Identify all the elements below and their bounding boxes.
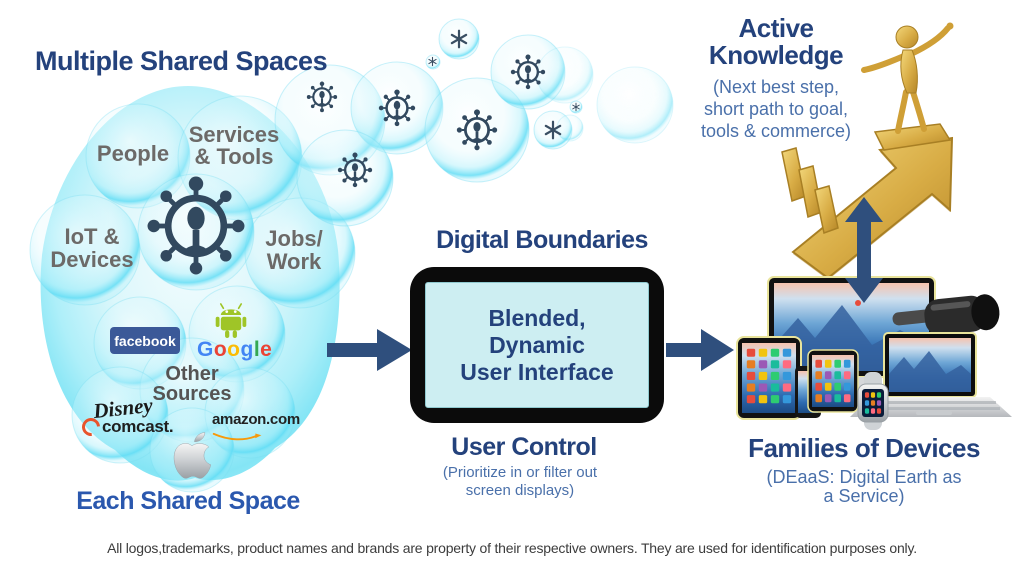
title-families-of-devices: Families of Devices: [748, 433, 980, 463]
title-active-knowledge: Active Knowledge: [708, 13, 844, 70]
tablet-frame: Blended, Dynamic User Interface: [410, 267, 664, 423]
facebook-logo: facebook: [110, 327, 180, 354]
blended-ui-screen: Blended, Dynamic User Interface: [425, 282, 649, 408]
title-each-shared-space: Each Shared Space: [76, 487, 300, 515]
comcast-crescent-icon: [78, 414, 104, 440]
disclaimer-text: All logos,trademarks, product names and …: [107, 540, 917, 556]
bubble-label-jobs-work: Jobs/ Work: [265, 226, 323, 274]
vr-headset-icon: [892, 294, 1000, 336]
right-arrow: [666, 329, 734, 371]
tablet-middle: [807, 349, 859, 413]
apple-logo-icon: [173, 432, 211, 479]
bubble-label-iot-devices: IoT & Devices: [50, 224, 134, 272]
comcast-logo: comcast.: [78, 414, 174, 440]
up-down-arrow: [845, 197, 883, 303]
left-arrow: [327, 329, 412, 371]
active-knowledge-note: (Next best step, short path to goal, too…: [700, 77, 852, 141]
amazon-smile-icon: [212, 432, 262, 441]
families-of-devices-note: (DEaaS: Digital Earth as a Service): [766, 467, 962, 506]
smartwatch: [857, 372, 889, 430]
flow-arrows: [327, 197, 883, 371]
gold-figure: [861, 22, 954, 134]
bubble-label-other-sources: Other Sources: [152, 363, 232, 405]
devices-cluster: [736, 276, 1012, 430]
bubble-label-people: People: [96, 141, 170, 166]
user-control-note: (Prioritize in or filter out screen disp…: [442, 464, 598, 499]
google-logo: Google: [197, 338, 273, 361]
title-digital-boundaries: Digital Boundaries: [436, 226, 648, 254]
tablet-left: [736, 336, 802, 420]
laptop: [850, 332, 1012, 417]
title-multiple-shared-spaces: Multiple Shared Spaces: [35, 46, 328, 76]
title-user-control: User Control: [451, 433, 597, 461]
bubble-label-services-tools: Services & Tools: [188, 122, 280, 169]
floating-bubbles: [274, 18, 674, 227]
android-robot-icon: [215, 303, 247, 338]
amazon-logo: amazon.com: [212, 411, 300, 446]
